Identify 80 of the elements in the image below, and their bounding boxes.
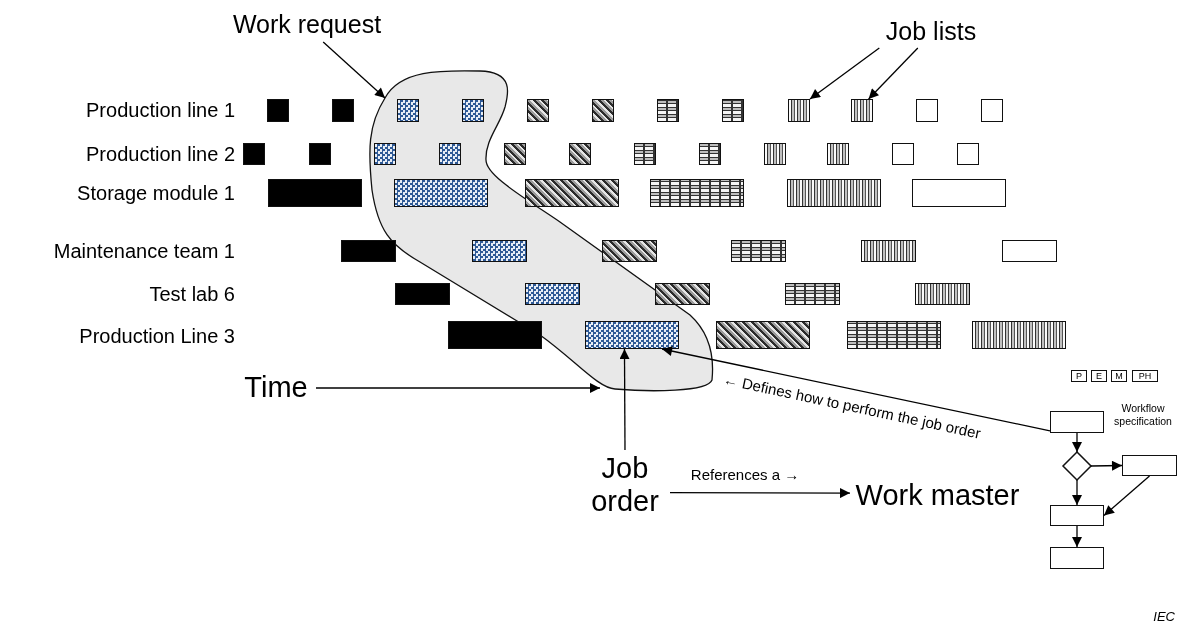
arrow xyxy=(809,47,880,100)
resource-label: Production line 1 xyxy=(86,98,235,122)
schedule-bar xyxy=(972,321,1066,349)
schedule-bar xyxy=(847,321,941,349)
schedule-bar xyxy=(309,143,331,165)
process-box xyxy=(1050,411,1104,433)
arrow xyxy=(867,47,919,100)
arrow xyxy=(315,383,601,393)
code-box: M xyxy=(1111,370,1127,382)
schedule-bar xyxy=(1002,240,1057,262)
code-box: PH xyxy=(1132,370,1158,382)
schedule-bar xyxy=(892,143,914,165)
resource-label: Maintenance team 1 xyxy=(53,239,235,263)
schedule-bar xyxy=(439,143,461,165)
schedule-bar xyxy=(395,283,450,305)
text-label: Time xyxy=(236,370,316,406)
schedule-bar xyxy=(827,143,849,165)
schedule-bar xyxy=(657,99,679,122)
schedule-bar xyxy=(722,99,744,122)
decision-diamond xyxy=(1061,450,1093,482)
schedule-bar xyxy=(448,321,542,349)
source-mark: IEC xyxy=(1153,609,1175,624)
schedule-bar xyxy=(569,143,591,165)
schedule-bar xyxy=(785,283,840,305)
schedule-bar xyxy=(243,143,265,165)
schedule-bar xyxy=(764,143,786,165)
code-box: E xyxy=(1091,370,1107,382)
process-box xyxy=(1122,455,1177,476)
arrow xyxy=(619,348,630,451)
schedule-bar xyxy=(397,99,419,122)
resource-label: Production line 2 xyxy=(86,142,235,166)
schedule-bar xyxy=(699,143,721,165)
arrow xyxy=(322,41,386,99)
resource-label: Production Line 3 xyxy=(79,324,235,348)
schedule-bar xyxy=(915,283,970,305)
caption: Workflow specification xyxy=(1113,402,1173,429)
text-label: Job order xyxy=(580,450,670,520)
resource-label: Test lab 6 xyxy=(149,282,235,306)
schedule-bar xyxy=(731,240,786,262)
schedule-bar xyxy=(527,99,549,122)
schedule-bar xyxy=(268,179,362,207)
schedule-bar xyxy=(602,240,657,262)
arrow xyxy=(661,346,1051,432)
schedule-bar xyxy=(462,99,484,122)
arrow xyxy=(1072,525,1082,548)
arrow xyxy=(1072,479,1082,506)
schedule-bar xyxy=(861,240,916,262)
text-label: Job lists xyxy=(876,14,986,48)
arrow xyxy=(1103,475,1151,517)
text-label: Work request xyxy=(226,6,388,42)
schedule-bar xyxy=(504,143,526,165)
schedule-bar xyxy=(788,99,810,122)
schedule-bar xyxy=(394,179,488,207)
schedule-bar xyxy=(650,179,744,207)
schedule-bar xyxy=(912,179,1006,207)
arrow xyxy=(1072,432,1082,453)
schedule-bar xyxy=(957,143,979,165)
schedule-bar xyxy=(634,143,656,165)
process-box xyxy=(1050,547,1104,569)
schedule-bar xyxy=(267,99,289,122)
schedule-bar xyxy=(655,283,710,305)
schedule-bar xyxy=(585,321,679,349)
schedule-bar xyxy=(525,283,580,305)
schedule-bar xyxy=(525,179,619,207)
schedule-bar xyxy=(787,179,881,207)
schedule-bar xyxy=(716,321,810,349)
schedule-bar xyxy=(341,240,396,262)
arrow xyxy=(1090,460,1123,471)
schedule-bar xyxy=(332,99,354,122)
arrow xyxy=(669,488,851,499)
text-label: Work master xyxy=(850,478,1025,514)
resource-label: Storage module 1 xyxy=(77,181,235,205)
schedule-bar xyxy=(472,240,527,262)
process-box xyxy=(1050,505,1104,526)
schedule-bar xyxy=(981,99,1003,122)
schedule-bar xyxy=(374,143,396,165)
code-box: P xyxy=(1071,370,1087,382)
schedule-bar xyxy=(851,99,873,122)
schedule-bar xyxy=(916,99,938,122)
schedule-bar xyxy=(592,99,614,122)
